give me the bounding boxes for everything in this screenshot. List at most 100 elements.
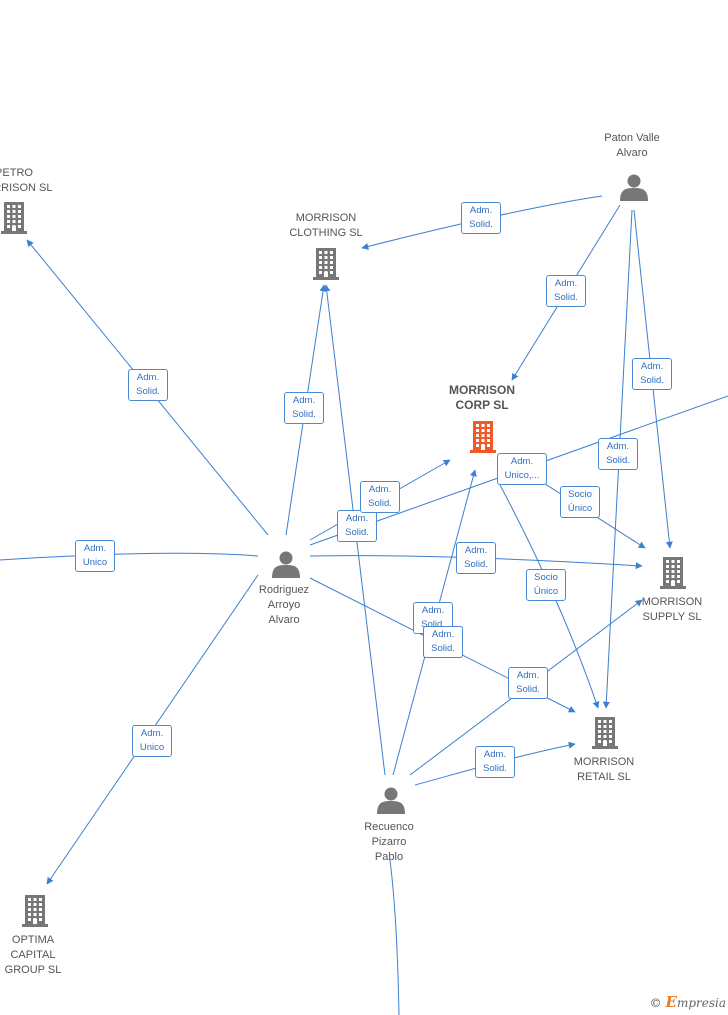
edge-label-line: Solid. xyxy=(292,409,316,420)
edge-label-e5[interactable]: Adm. Solid. xyxy=(337,510,377,542)
node-label-line: OPTIMA xyxy=(11,934,55,946)
edge-label-e12[interactable]: Adm. Unico xyxy=(75,540,115,572)
brand-watermark: © Empresia xyxy=(650,993,726,1011)
edge-label-line: Solid. xyxy=(464,559,488,570)
node-label-line: Recuenco xyxy=(364,821,414,833)
edge-label-line: Adm. xyxy=(431,629,455,640)
edge-label-e6[interactable]: Adm. Solid. xyxy=(360,481,400,513)
node-label-optima[interactable]: OPTIMA CAPITAL GROUP SL xyxy=(0,933,83,978)
edge-label-line: Socio xyxy=(534,572,558,583)
edge-label-e10[interactable]: Adm. Solid. xyxy=(632,358,672,390)
edge-label-line: Unico xyxy=(139,742,165,753)
edge-label-line: Solid. xyxy=(516,684,540,695)
edges xyxy=(0,195,728,1015)
edge-label-line: Solid. xyxy=(640,375,664,386)
node-label-line: SUPPLY SL xyxy=(642,611,702,623)
node-label-petro[interactable]: PETRO MORRISON SL xyxy=(0,166,64,196)
edge-label-e1[interactable]: Adm. Solid. xyxy=(128,369,168,401)
node-label-line: MORRISON xyxy=(449,383,515,397)
node-label-line: MORRISON xyxy=(573,756,635,768)
node-label-line: MORRISON SL xyxy=(0,182,53,194)
edge-label-e8[interactable]: Adm. Solid. xyxy=(598,438,638,470)
node-label-supply[interactable]: MORRISON SUPPLY SL xyxy=(622,595,722,625)
recuenco-person-icon[interactable] xyxy=(377,787,405,815)
edge-label-e13[interactable]: Adm. Solid. xyxy=(456,542,496,574)
node-label-line: Pizarro xyxy=(371,836,407,848)
edge-label-line: Adm. xyxy=(483,749,507,760)
edge-label-e3[interactable]: Adm. Solid. xyxy=(546,275,586,307)
node-label-line: Arroyo xyxy=(267,599,301,611)
copyright-icon: © xyxy=(649,996,662,1010)
edge-label-line: Adm. xyxy=(83,543,107,554)
edge-label-line: Adm. xyxy=(510,456,534,467)
edge-label-line: Adm. xyxy=(464,545,488,556)
brand-name: mpresia xyxy=(676,996,726,1010)
edge-label-line: Adm. xyxy=(136,372,160,383)
corp-building-icon[interactable] xyxy=(470,421,496,453)
supply-building-icon[interactable] xyxy=(660,557,686,589)
node-label-line: MORRISON xyxy=(641,596,703,608)
node-label-line: Pablo xyxy=(374,851,404,863)
optima-building-icon[interactable] xyxy=(22,895,48,927)
edge-line-11 xyxy=(0,552,259,561)
edge-label-line: Unico xyxy=(82,557,108,568)
edge-label-line: Adm. xyxy=(421,605,445,616)
edge-label-line: Adm. xyxy=(606,441,630,452)
edge-label-e19[interactable]: Adm. Solid. xyxy=(423,626,463,658)
node-label-line: Alvaro xyxy=(616,147,648,159)
edge-label-line: Solid. xyxy=(483,763,507,774)
edge-label-line: Solid. xyxy=(431,643,455,654)
rodriguez-person-icon[interactable] xyxy=(272,551,300,579)
edge-label-line: Solid. xyxy=(345,527,369,538)
node-label-line: Alvaro xyxy=(268,614,300,626)
edge-label-line: Adm. xyxy=(554,278,578,289)
edge-label-line: Adm. xyxy=(640,361,664,372)
edge-label-line: Solid. xyxy=(554,292,578,303)
node-label-retail[interactable]: MORRISON RETAIL SL xyxy=(554,755,654,785)
edge-label-line: Solid. xyxy=(368,498,392,509)
node-label-line: CORP SL xyxy=(455,398,509,412)
node-label-line: MORRISON xyxy=(295,212,357,224)
edge-label-line: Adm. xyxy=(469,205,493,216)
node-label-line: Rodriguez xyxy=(258,584,310,596)
edge-line-19 xyxy=(389,859,400,1015)
clothing-building-icon[interactable] xyxy=(313,248,339,280)
edge-label-line: Unico,... xyxy=(504,470,540,481)
node-label-line: Paton Valle xyxy=(604,132,660,144)
node-label-line: CAPITAL xyxy=(10,949,56,961)
edge-label-line: Solid. xyxy=(606,455,630,466)
edge-label-e16[interactable]: Adm. Solid. xyxy=(508,667,548,699)
edge-label-line: Adm. xyxy=(345,513,369,524)
node-label-line: RETAIL SL xyxy=(577,771,631,783)
edge-label-e7[interactable]: Adm. Unico,... xyxy=(497,453,547,485)
edge-label-line: Socio xyxy=(568,489,592,500)
node-label-line: CLOTHING SL xyxy=(289,227,363,239)
edge-label-line: Adm. xyxy=(140,728,164,739)
brand-initial: E xyxy=(665,993,677,1011)
node-label-line: GROUP SL xyxy=(4,964,62,976)
retail-building-icon[interactable] xyxy=(592,717,618,749)
edge-label-e4[interactable]: Adm. Solid. xyxy=(284,392,324,424)
edge-label-line: Único xyxy=(533,586,559,597)
edge-label-line: Adm. xyxy=(292,395,316,406)
edge-label-e2[interactable]: Adm. Solid. xyxy=(461,202,501,234)
edge-label-line: Solid. xyxy=(421,619,445,630)
paton-person-icon[interactable] xyxy=(620,174,648,202)
node-label-clothing[interactable]: MORRISON CLOTHING SL xyxy=(276,211,376,241)
edge-label-line: Adm. xyxy=(368,484,392,495)
edge-label-line: Adm. xyxy=(516,670,540,681)
edge-label-line: Solid. xyxy=(136,386,160,397)
node-label-line: PETRO xyxy=(0,167,33,179)
edge-label-line: Único xyxy=(567,503,593,514)
edge-label-line: Solid. xyxy=(469,219,493,230)
node-icons xyxy=(1,174,686,927)
edge-label-e18[interactable]: Adm. Unico xyxy=(132,725,172,757)
petro-building-icon[interactable] xyxy=(1,202,27,234)
edge-label-e17[interactable]: Adm. Solid. xyxy=(475,746,515,778)
